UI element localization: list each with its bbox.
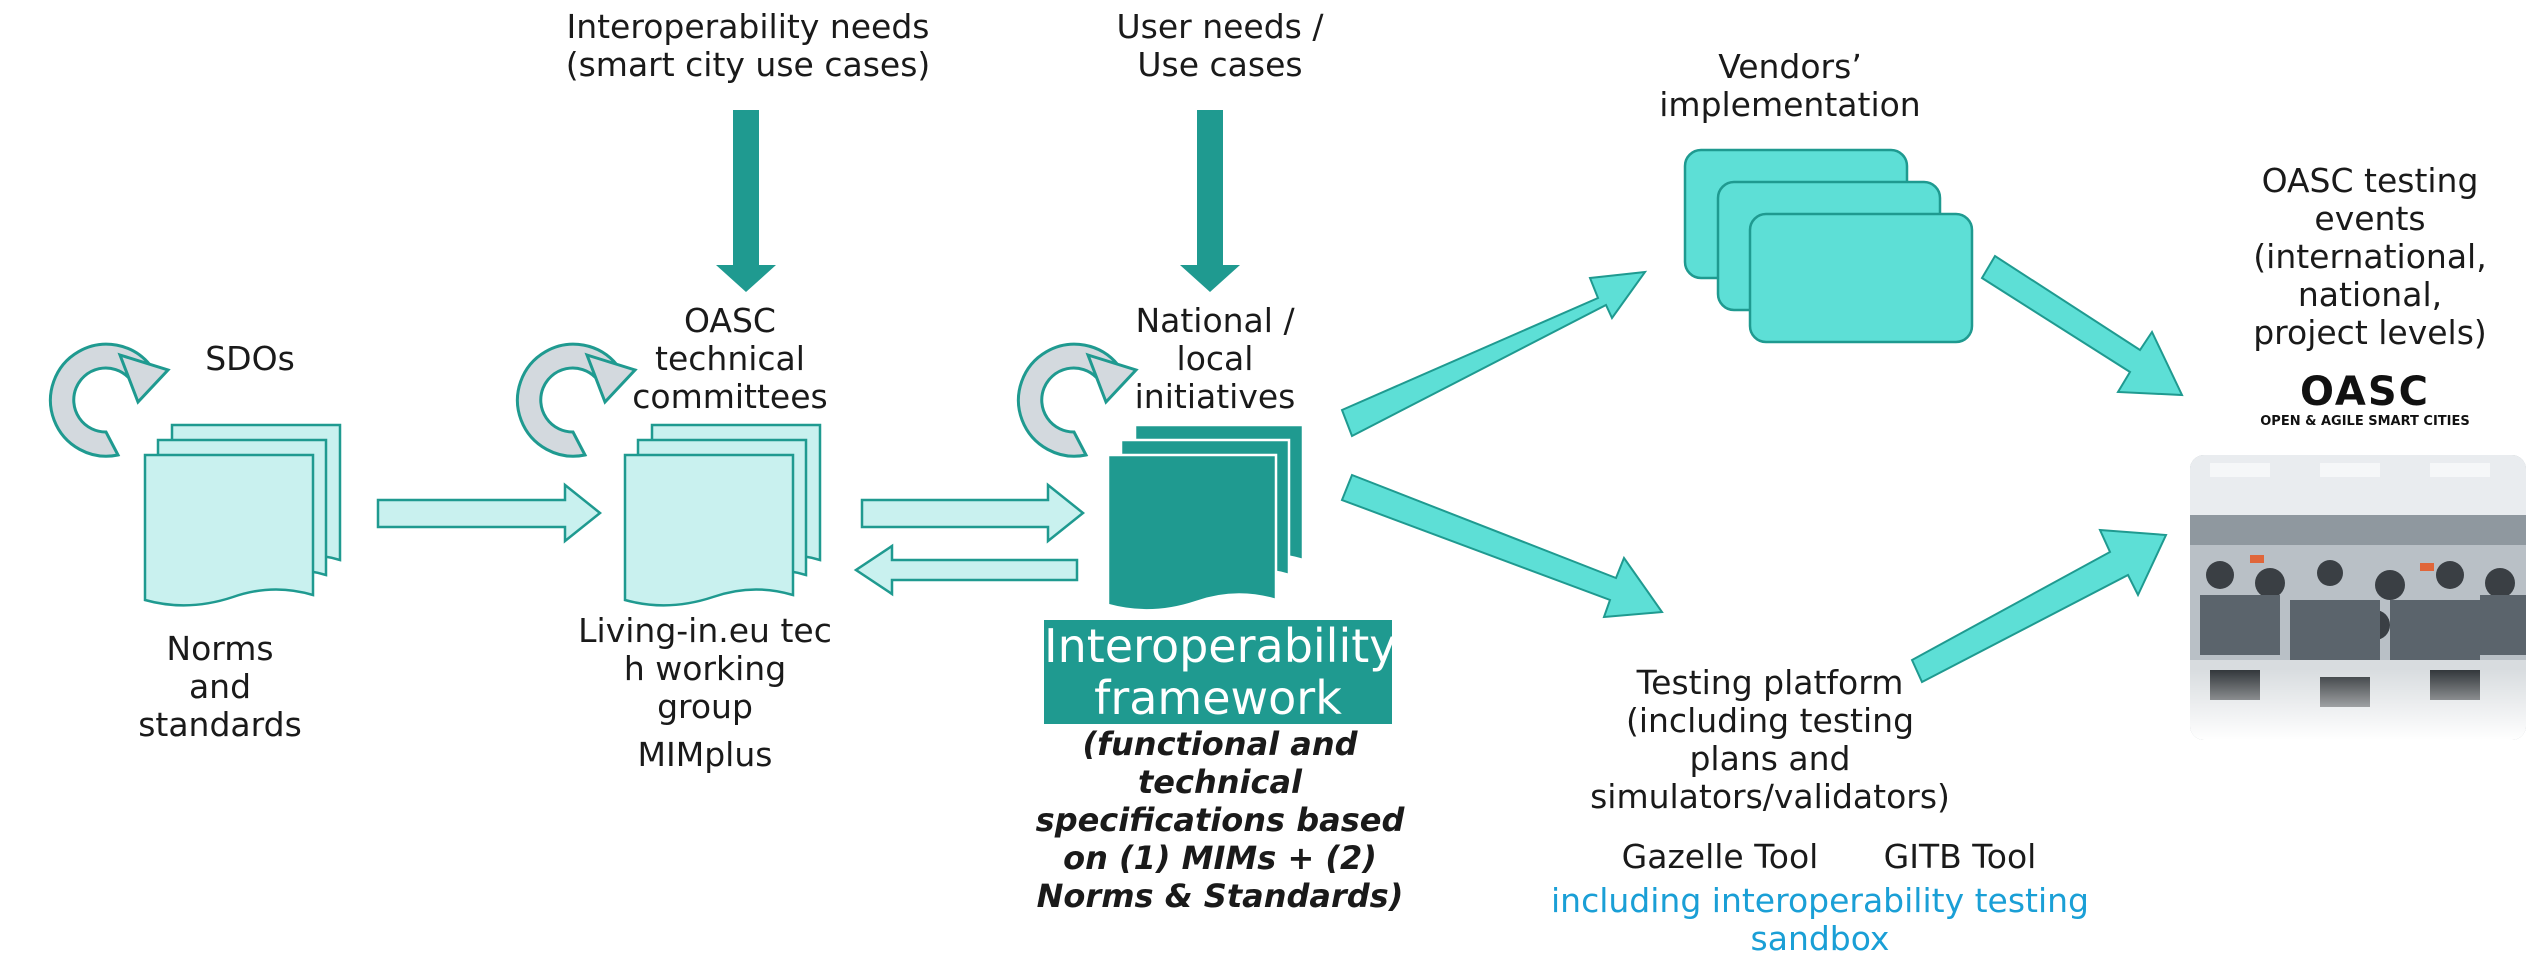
label-testing-platform: Testing platform (including testing plan… [1590, 663, 1950, 816]
label-user-needs: User needs / Use cases [1116, 7, 1324, 84]
cycle-arrow-icon [1016, 342, 1139, 458]
cycle-arrow-icon [48, 342, 171, 458]
right-arrow-icon [376, 482, 603, 544]
label-framework-description: (functional and technical specifications… [1035, 725, 1405, 915]
cycle-arrow-icon [515, 342, 638, 458]
label-vendors: Vendors’ implementation [1659, 47, 1921, 124]
label-sdos: SDOs [205, 339, 295, 378]
label-oasc-technical-committees: OASC technical committees [632, 301, 828, 416]
left-arrow-icon [853, 543, 1079, 597]
label-gitb-tool: GITB Tool [1883, 837, 2037, 876]
document-stack-icon [1106, 423, 1305, 612]
label-interoperability-sandbox: including interoperability testing sandb… [1551, 881, 2089, 958]
rounded-rect-stack-icon [1683, 148, 1974, 344]
label-oasc-testing-events: OASC testing events (international, nati… [2253, 161, 2487, 352]
right-arrow-icon [860, 482, 1086, 544]
right-arrow-icon [1340, 270, 1648, 438]
label-norms-and-standards: Norms and standards [138, 629, 302, 744]
right-arrow-icon [1980, 254, 2184, 397]
down-arrow-icon [716, 110, 776, 292]
oasc-logo: OASC OPEN & AGILE SMART CITIES [2255, 370, 2475, 440]
right-arrow-icon [1340, 473, 1664, 619]
label-mimplus: MIMplus [637, 735, 773, 774]
label-national-local-initiatives: National / local initiatives [1134, 301, 1296, 416]
down-arrow-icon [1180, 110, 1240, 292]
label-gazelle-tool: Gazelle Tool [1621, 837, 1819, 876]
interoperability-framework-title: Interoperability framework [1044, 619, 1397, 725]
document-stack-icon [623, 423, 822, 607]
oasc-logo-tagline: OPEN & AGILE SMART CITIES [2260, 414, 2470, 429]
photo-testing-event [2190, 455, 2526, 740]
oasc-logo-mark: OASC [2299, 369, 2431, 415]
label-living-in-eu: Living-in.eu tec h working group [578, 611, 832, 726]
label-interoperability-needs: Interoperability needs (smart city use c… [565, 7, 931, 84]
document-stack-icon [143, 423, 342, 607]
right-arrow-icon [1910, 528, 2168, 684]
